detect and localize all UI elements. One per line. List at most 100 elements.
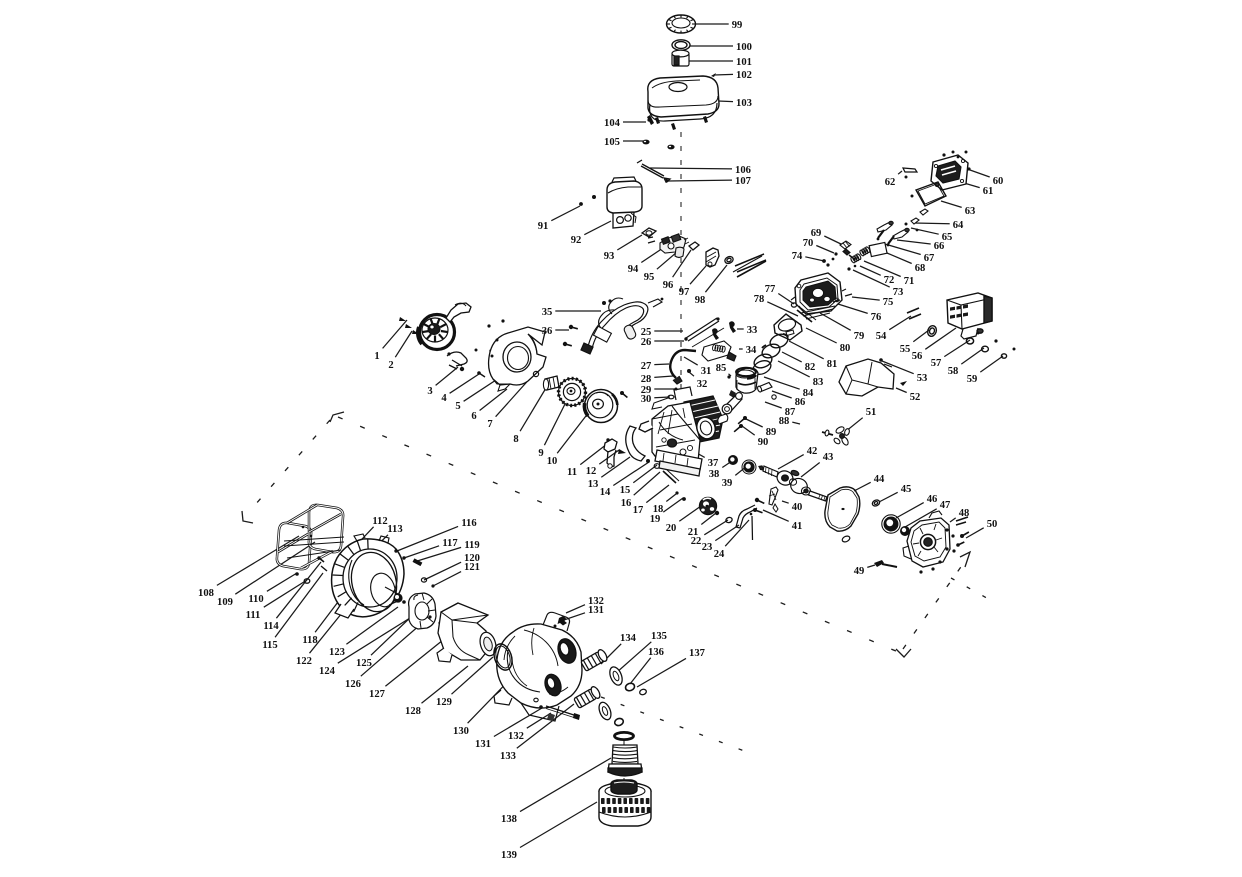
svg-text:33: 33 (747, 325, 758, 336)
svg-text:45: 45 (901, 484, 912, 495)
svg-text:12: 12 (586, 466, 597, 477)
svg-text:8: 8 (513, 434, 518, 445)
svg-text:11: 11 (567, 467, 577, 478)
svg-text:24: 24 (714, 549, 725, 560)
svg-text:13: 13 (588, 479, 599, 490)
svg-text:17: 17 (633, 505, 644, 516)
svg-text:59: 59 (967, 374, 978, 385)
svg-text:28: 28 (641, 374, 652, 385)
svg-text:106: 106 (735, 165, 751, 176)
svg-text:32: 32 (697, 379, 708, 390)
svg-text:56: 56 (912, 351, 923, 362)
svg-text:40: 40 (792, 502, 803, 513)
svg-text:64: 64 (953, 220, 964, 231)
svg-text:119: 119 (464, 540, 479, 551)
svg-text:107: 107 (735, 176, 752, 187)
svg-text:99: 99 (732, 20, 743, 31)
svg-text:127: 127 (369, 689, 386, 700)
svg-text:15: 15 (620, 485, 631, 496)
svg-text:55: 55 (900, 344, 911, 355)
svg-text:92: 92 (571, 235, 582, 246)
svg-text:98: 98 (695, 295, 706, 306)
svg-text:108: 108 (198, 588, 214, 599)
svg-text:95: 95 (644, 272, 655, 283)
svg-text:135: 135 (651, 631, 667, 642)
svg-text:2: 2 (388, 360, 393, 371)
svg-text:75: 75 (883, 297, 894, 308)
svg-text:60: 60 (993, 176, 1004, 187)
svg-text:3: 3 (427, 386, 432, 397)
svg-text:116: 116 (461, 518, 476, 529)
svg-text:131: 131 (475, 739, 491, 750)
svg-text:129: 129 (436, 697, 452, 708)
svg-text:57: 57 (931, 358, 942, 369)
svg-text:78: 78 (754, 294, 765, 305)
svg-text:104: 104 (604, 118, 621, 129)
svg-text:73: 73 (893, 287, 904, 298)
svg-text:123: 123 (329, 647, 345, 658)
svg-text:20: 20 (666, 523, 677, 534)
svg-text:1: 1 (374, 351, 379, 362)
svg-text:126: 126 (345, 679, 361, 690)
svg-text:66: 66 (934, 241, 945, 252)
svg-text:10: 10 (547, 456, 558, 467)
svg-text:124: 124 (319, 666, 336, 677)
svg-text:53: 53 (917, 373, 928, 384)
svg-text:42: 42 (807, 446, 818, 457)
svg-text:26: 26 (641, 337, 652, 348)
svg-text:132: 132 (588, 596, 604, 607)
svg-text:118: 118 (302, 635, 317, 646)
svg-text:82: 82 (805, 362, 816, 373)
svg-text:90: 90 (758, 437, 769, 448)
svg-text:63: 63 (965, 206, 976, 217)
svg-text:121: 121 (464, 562, 480, 573)
svg-text:41: 41 (792, 521, 803, 532)
svg-text:27: 27 (641, 361, 652, 372)
svg-text:76: 76 (871, 312, 882, 323)
svg-text:48: 48 (959, 508, 970, 519)
svg-text:114: 114 (263, 621, 279, 632)
svg-text:138: 138 (501, 814, 517, 825)
svg-text:72: 72 (884, 275, 895, 286)
svg-text:58: 58 (948, 366, 959, 377)
svg-text:39: 39 (722, 478, 733, 489)
svg-text:43: 43 (823, 452, 834, 463)
svg-text:44: 44 (874, 474, 885, 485)
svg-text:37: 37 (708, 458, 719, 469)
svg-text:30: 30 (641, 394, 652, 405)
svg-text:38: 38 (709, 469, 720, 480)
svg-text:54: 54 (876, 331, 887, 342)
svg-text:31: 31 (701, 366, 712, 377)
svg-text:62: 62 (885, 177, 896, 188)
svg-text:46: 46 (927, 494, 938, 505)
svg-text:5: 5 (455, 401, 460, 412)
svg-text:83: 83 (813, 377, 824, 388)
svg-text:139: 139 (501, 850, 517, 861)
svg-text:16: 16 (621, 498, 632, 509)
svg-text:117: 117 (442, 538, 458, 549)
svg-text:94: 94 (628, 264, 639, 275)
svg-text:91: 91 (538, 221, 549, 232)
svg-text:52: 52 (910, 392, 921, 403)
svg-text:85: 85 (716, 363, 727, 374)
svg-text:110: 110 (248, 594, 263, 605)
svg-text:71: 71 (904, 276, 915, 287)
svg-text:102: 102 (736, 70, 752, 81)
svg-text:14: 14 (600, 487, 611, 498)
svg-text:97: 97 (679, 287, 690, 298)
svg-text:34: 34 (746, 345, 757, 356)
svg-text:133: 133 (500, 751, 516, 762)
svg-text:80: 80 (840, 343, 851, 354)
svg-text:128: 128 (405, 706, 421, 717)
svg-text:101: 101 (736, 57, 752, 68)
svg-text:6: 6 (471, 411, 476, 422)
svg-text:96: 96 (663, 280, 674, 291)
svg-text:36: 36 (542, 326, 553, 337)
svg-text:105: 105 (604, 137, 620, 148)
svg-text:49: 49 (854, 566, 865, 577)
svg-text:51: 51 (866, 407, 877, 418)
svg-text:79: 79 (854, 331, 865, 342)
svg-text:86: 86 (795, 397, 806, 408)
svg-text:103: 103 (736, 98, 752, 109)
svg-text:115: 115 (262, 640, 277, 651)
